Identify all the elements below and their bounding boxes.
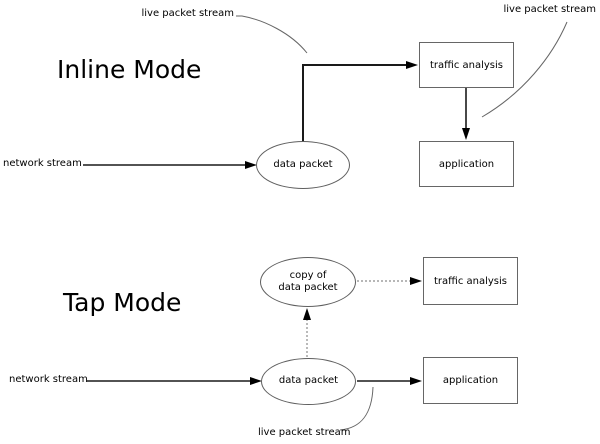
leader-live-packet-stream-right (481, 21, 568, 118)
copy-of-data-packet-node-tap: copy of data packet (260, 257, 356, 307)
network-stream-label-inline: network stream (3, 158, 82, 169)
traffic-analysis-node-tap: traffic analysis (423, 257, 518, 305)
traffic-analysis-label-inline: traffic analysis (430, 59, 503, 71)
network-stream-label-tap: network stream (9, 374, 88, 385)
leader-live-packet-stream-left (236, 15, 308, 54)
arrow-traffic-to-application-inline (462, 88, 470, 140)
live-packet-stream-label-top-right: live packet stream (503, 4, 596, 15)
application-label-inline: application (438, 158, 495, 170)
data-packet-node-inline: data packet (256, 141, 350, 189)
traffic-analysis-label-tap: traffic analysis (434, 275, 507, 287)
arrow-datapacket-to-copy-tap (303, 308, 311, 357)
live-packet-stream-label-bottom: live packet stream (258, 427, 351, 438)
traffic-analysis-node-inline: traffic analysis (419, 42, 514, 88)
tap-mode-title: Tap Mode (63, 288, 182, 317)
live-packet-stream-label-top-left: live packet stream (141, 8, 234, 19)
leader-live-packet-stream-bottom (339, 386, 374, 431)
application-node-tap: application (423, 357, 518, 404)
arrow-copy-to-traffic-tap (357, 277, 422, 285)
application-node-inline: application (419, 141, 514, 187)
inline-mode-title: Inline Mode (57, 55, 202, 84)
copy-of-data-packet-label-tap: copy of data packet (278, 269, 338, 294)
data-packet-label-tap: data packet (278, 375, 339, 387)
arrow-network-to-datapacket-tap (87, 377, 262, 385)
data-packet-node-tap: data packet (261, 358, 356, 405)
arrow-datapacket-to-traffic-inline (302, 61, 418, 142)
data-packet-label-inline: data packet (273, 158, 333, 170)
arrow-datapacket-to-application-tap (357, 377, 422, 385)
application-label-tap: application (442, 375, 499, 386)
arrow-network-to-datapacket-inline (83, 161, 257, 169)
